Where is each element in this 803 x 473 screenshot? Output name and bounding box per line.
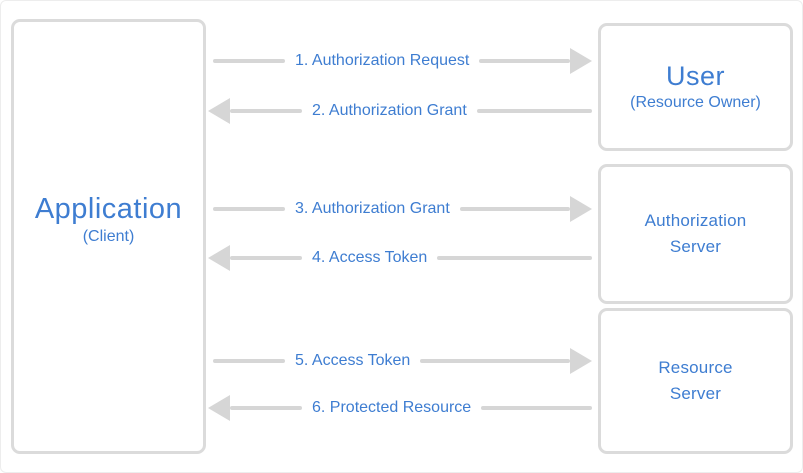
arrowhead-right-icon: [570, 48, 592, 74]
arrow-line: [230, 109, 302, 113]
application-title: Application: [34, 193, 183, 226]
flow-label: 2. Authorization Grant: [312, 102, 467, 119]
resource-server-box: Resource Server: [598, 308, 793, 454]
flow-4-access-token: 4. Access Token: [206, 245, 598, 271]
flow-label: 5. Access Token: [295, 352, 411, 369]
resource-server-line2: Server: [669, 384, 722, 403]
flow-label: 4. Access Token: [312, 249, 428, 266]
resource-server-line1: Resource: [658, 358, 733, 377]
arrow-line: [230, 406, 302, 410]
authorization-server-line1: Authorization: [644, 211, 747, 230]
user-box-text: User (Resource Owner): [630, 60, 761, 113]
application-box-text: Application (Client): [35, 193, 182, 247]
arrow-line: [213, 59, 285, 63]
arrow-line: [213, 207, 285, 211]
arrowhead-left-icon: [208, 98, 230, 124]
arrowhead-left-icon: [208, 245, 230, 271]
flow-6-protected-resource: 6. Protected Resource: [206, 395, 598, 421]
user-title: User: [665, 61, 725, 92]
authorization-server-text: Authorization Server: [645, 208, 747, 260]
flow-3-authorization-grant: 3. Authorization Grant: [206, 196, 598, 222]
arrow-line: [230, 256, 302, 260]
flow-5-access-token: 5. Access Token: [206, 348, 598, 374]
application-box: Application (Client): [11, 19, 206, 454]
authorization-server-line2: Server: [669, 237, 722, 256]
arrow-line: [476, 109, 592, 113]
flow-label: 3. Authorization Grant: [295, 200, 450, 217]
arrow-line: [479, 59, 570, 63]
arrowhead-left-icon: [208, 395, 230, 421]
arrow-line: [437, 256, 592, 260]
resource-server-text: Resource Server: [658, 355, 732, 407]
arrow-line: [213, 359, 285, 363]
flow-label: 1. Authorization Request: [295, 52, 470, 69]
arrow-line: [459, 207, 570, 211]
user-subtitle: (Resource Owner): [630, 93, 761, 111]
arrowhead-right-icon: [570, 196, 592, 222]
flow-label: 6. Protected Resource: [312, 399, 472, 416]
application-subtitle: (Client): [82, 227, 135, 245]
authorization-server-box: Authorization Server: [598, 164, 793, 304]
arrow-line: [420, 359, 570, 363]
arrowhead-right-icon: [570, 348, 592, 374]
arrow-line: [481, 406, 592, 410]
flow-2-authorization-grant: 2. Authorization Grant: [206, 98, 598, 124]
user-box: User (Resource Owner): [598, 23, 793, 151]
flow-1-authorization-request: 1. Authorization Request: [206, 48, 598, 74]
